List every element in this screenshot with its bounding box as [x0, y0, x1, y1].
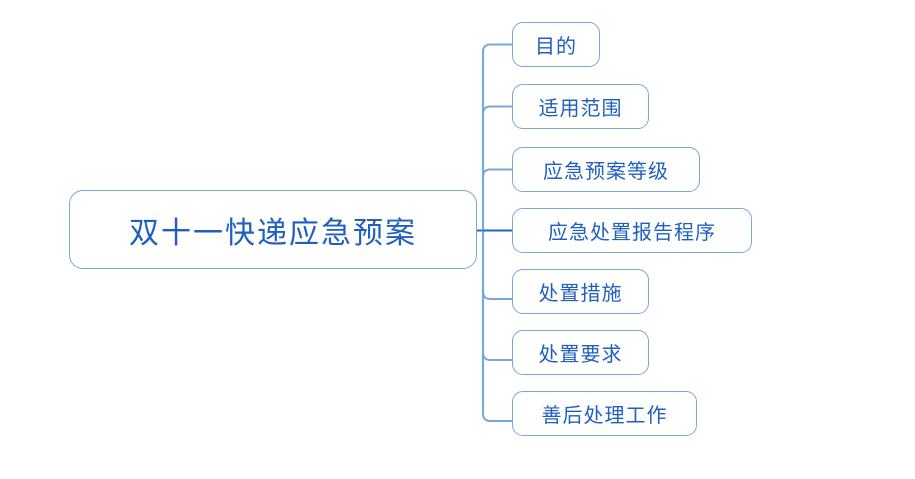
- child-node-应急处置报告程序[interactable]: 应急处置报告程序: [512, 208, 752, 253]
- connector-branch-7: [482, 406, 512, 422]
- connector-branch-3: [482, 168, 512, 185]
- child-node-处置要求[interactable]: 处置要求: [512, 330, 649, 375]
- root-node-双十一快递应急预案[interactable]: 双十一快递应急预案: [69, 190, 477, 269]
- connector-branch-2: [482, 105, 512, 122]
- connector-branch-5: [482, 284, 512, 300]
- connector-branch-1: [482, 43, 512, 60]
- child-node-目的[interactable]: 目的: [512, 22, 600, 67]
- child-node-善后处理工作[interactable]: 善后处理工作: [512, 391, 697, 436]
- child-node-应急预案等级[interactable]: 应急预案等级: [512, 147, 700, 192]
- child-node-处置措施[interactable]: 处置措施: [512, 269, 649, 314]
- child-node-适用范围[interactable]: 适用范围: [512, 84, 649, 129]
- connector-branch-6: [482, 345, 512, 361]
